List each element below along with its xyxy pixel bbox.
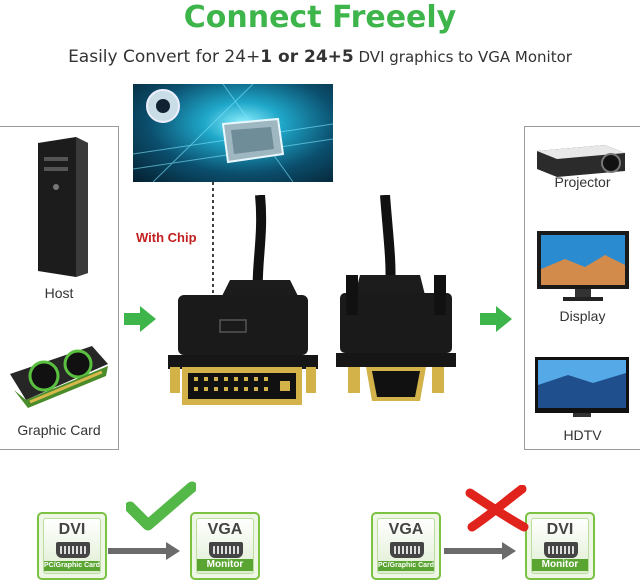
vga-target-subtitle: Monitor	[197, 559, 253, 571]
vga-target-box: VGA Monitor	[190, 512, 260, 580]
cross-icon	[465, 485, 529, 532]
chip-leader-line	[212, 182, 214, 300]
page-title: Connect Freeely	[183, 0, 457, 35]
with-chip-label: With Chip	[136, 230, 197, 245]
graphic-card-label: Graphic Card	[17, 422, 101, 438]
check-icon	[126, 481, 196, 531]
unsupported-flow-arrow	[444, 542, 516, 560]
hdtv-label: HDTV	[563, 427, 602, 443]
dvi-source-subtitle: PC/Graphic Card	[44, 561, 101, 571]
vga-port-icon	[390, 542, 424, 558]
vga-source-subtitle: PC/Graphic Card	[378, 561, 435, 571]
dvi-target-title: DVI	[546, 521, 574, 538]
chip-photo	[133, 84, 333, 182]
desktop-tower-icon	[38, 137, 88, 277]
display-icon	[537, 231, 629, 301]
hdtv-icon	[535, 357, 629, 417]
dvi-port-icon	[56, 542, 90, 558]
input-arrow-icon	[124, 306, 156, 332]
vga-source-box: VGA PC/Graphic Card	[371, 512, 441, 580]
page-subtitle: Easily Convert for 24+1 or 24+5 DVI grap…	[0, 45, 640, 69]
dvi-port-icon	[544, 542, 578, 558]
projector-icon	[537, 145, 625, 177]
output-arrow-icon	[480, 306, 512, 332]
source-devices-panel: Host Graphic Card	[0, 126, 119, 450]
subtitle-suffix: DVI graphics to VGA Monitor	[353, 48, 572, 66]
supported-flow-arrow	[108, 542, 180, 560]
dvi-source-box: DVI PC/Graphic Card	[37, 512, 107, 580]
graphic-card-icon	[10, 346, 108, 408]
subtitle-options: 1 or 24+5	[260, 47, 354, 67]
dvi-to-vga-cable-image	[168, 195, 456, 405]
host-label: Host	[44, 285, 74, 301]
projector-label: Projector	[554, 174, 611, 190]
subtitle-prefix: Easily Convert for 24+	[68, 47, 261, 67]
dvi-target-box: DVI Monitor	[525, 512, 595, 580]
dvi-target-subtitle: Monitor	[532, 559, 588, 571]
vga-target-title: VGA	[207, 521, 243, 538]
target-devices-panel: Projector Display HDTV	[524, 126, 640, 450]
vga-source-title: VGA	[388, 521, 424, 538]
vga-port-icon	[209, 542, 243, 558]
display-label: Display	[559, 308, 606, 324]
dvi-source-title: DVI	[58, 521, 86, 538]
